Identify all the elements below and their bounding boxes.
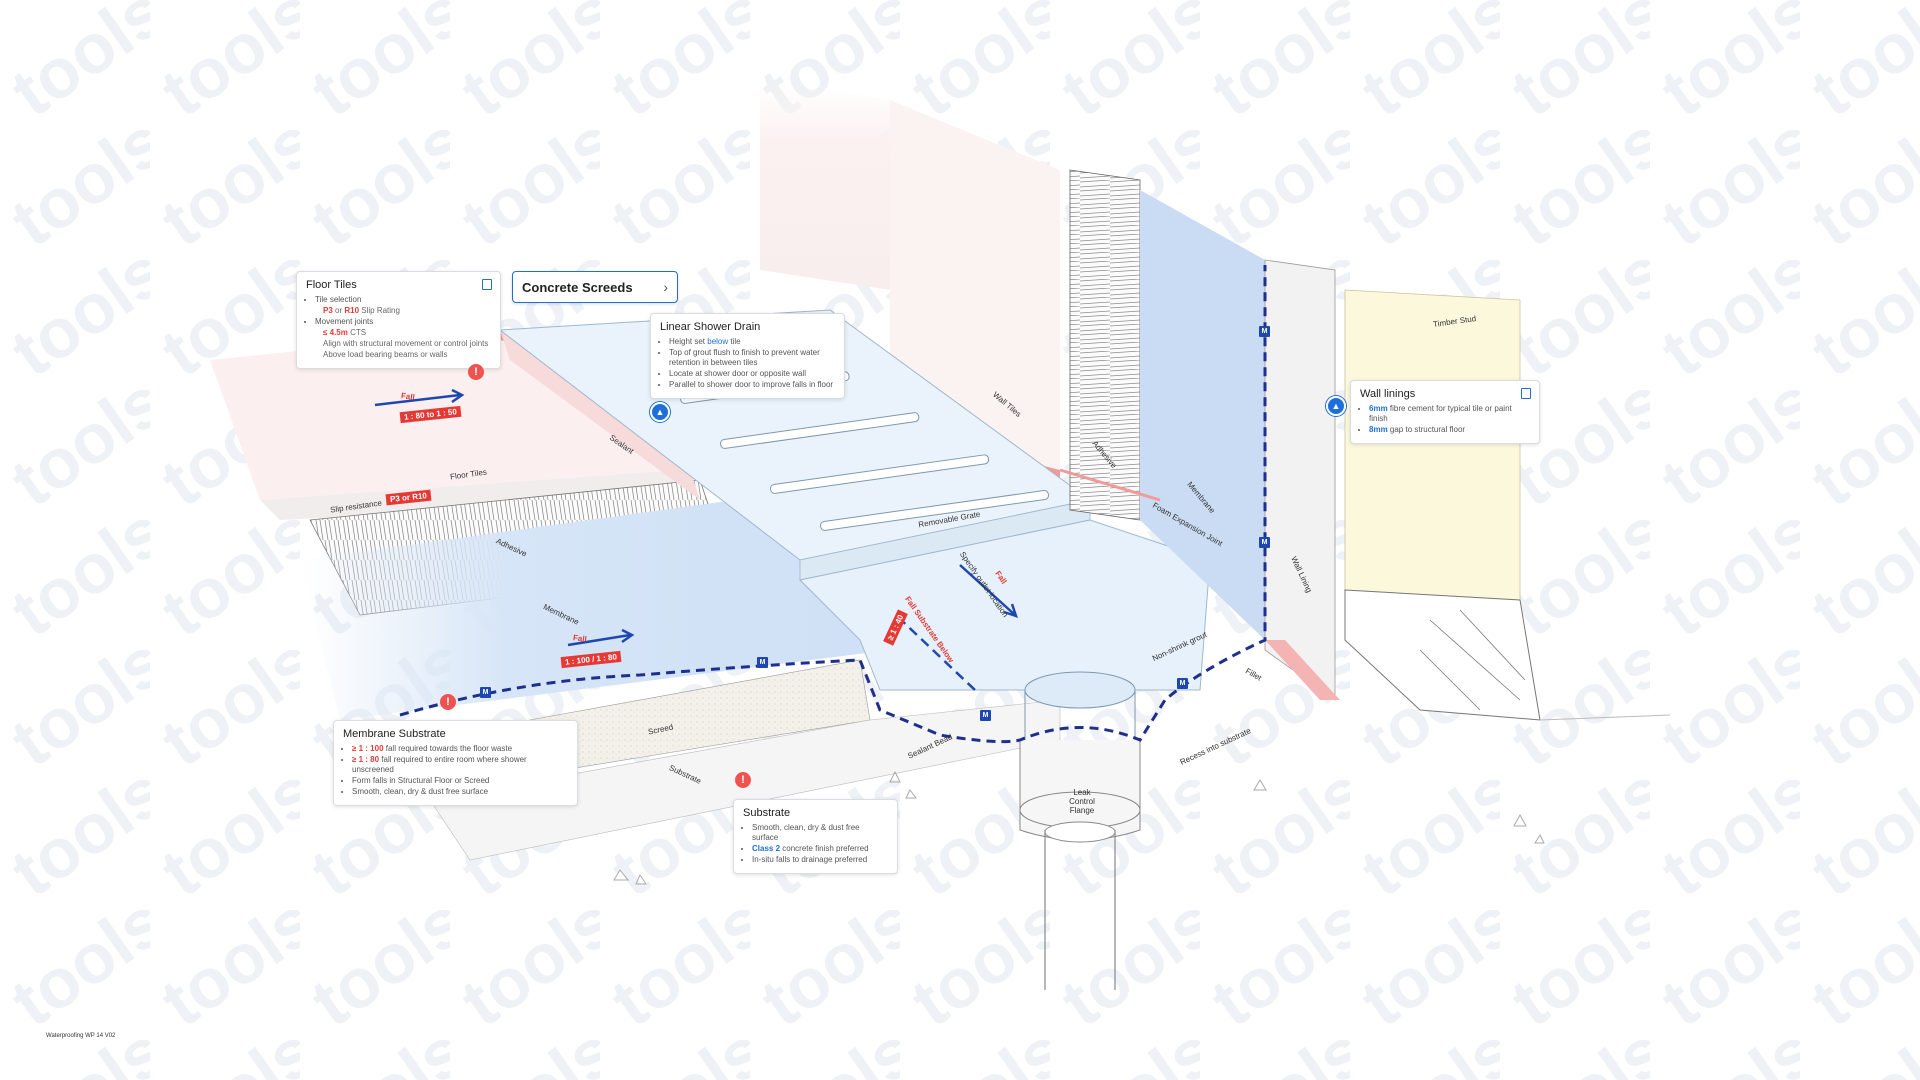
membrane-marker: M	[1177, 678, 1188, 689]
membrane-marker: M	[480, 687, 491, 698]
concrete-screeds-button[interactable]: Concrete Screeds ›	[512, 271, 678, 303]
list-item: Parallel to shower door to improve falls…	[669, 380, 835, 390]
list-item: Smooth, clean, dry & dust free surface	[352, 787, 568, 797]
list-item: P3 or R10 Slip Rating	[323, 306, 400, 315]
floor-tiles-title: Floor Tiles	[306, 279, 357, 291]
substrate-title: Substrate	[743, 807, 791, 819]
alert-icon[interactable]: !	[735, 772, 751, 788]
list-item: Class 2 concrete finish preferred	[752, 844, 888, 854]
list-item: Tile selection	[315, 295, 491, 305]
linear-drain-title: Linear Shower Drain	[660, 321, 761, 333]
concrete-screeds-label: Concrete Screeds	[522, 279, 633, 295]
membrane-marker: M	[1259, 537, 1270, 548]
list-item: Top of grout flush to finish to prevent …	[669, 348, 835, 368]
membrane-substrate-card[interactable]: Membrane Substrate ≥ 1 : 100 fall requir…	[333, 720, 578, 806]
list-item: ≥ 1 : 80 fall required to entire room wh…	[352, 755, 568, 775]
list-item: In-situ falls to drainage preferred	[752, 855, 888, 865]
list-item: Smooth, clean, dry & dust free surface	[752, 823, 888, 843]
hardhat-icon[interactable]: ▲	[1326, 396, 1346, 416]
tile-icon[interactable]	[1521, 388, 1531, 399]
part-label: Leak Control Flange	[1069, 788, 1095, 815]
membrane-marker: M	[980, 710, 991, 721]
fall-label: Fall	[572, 633, 588, 644]
list-item: Above load bearing beams or walls	[323, 350, 448, 359]
floor-tiles-card[interactable]: Floor Tiles Tile selection P3 or R10 Sli…	[296, 271, 501, 369]
alert-icon[interactable]: !	[440, 694, 456, 710]
membrane-substrate-title: Membrane Substrate	[343, 728, 446, 740]
list-item: Form falls in Structural Floor or Screed	[352, 776, 568, 786]
list-item: 6mm fibre cement for typical tile or pai…	[1369, 404, 1530, 424]
wall-linings-card[interactable]: Wall linings 6mm fibre cement for typica…	[1350, 380, 1540, 444]
list-item: Align with structural movement or contro…	[323, 339, 489, 348]
membrane-marker: M	[757, 657, 768, 668]
list-item: 8mm gap to structural floor	[1369, 425, 1530, 435]
list-item: Movement joints	[315, 317, 491, 327]
linear-drain-card[interactable]: Linear Shower Drain Height set below til…	[650, 313, 845, 399]
list-item: Locate at shower door or opposite wall	[669, 369, 835, 379]
substrate-card[interactable]: Substrate Smooth, clean, dry & dust free…	[733, 799, 898, 874]
fall-label: Fall	[400, 391, 416, 402]
chevron-right-icon: ›	[663, 279, 668, 295]
list-item: ≤ 4.5m CTS	[323, 328, 367, 337]
membrane-marker: M	[1259, 326, 1270, 337]
alert-icon[interactable]: !	[468, 364, 484, 380]
wall-linings-title: Wall linings	[1360, 388, 1416, 400]
tile-icon[interactable]	[482, 279, 492, 290]
document-code: Waterproofing WP 14 V02	[46, 1033, 116, 1039]
list-item: Height set below tile	[669, 337, 835, 347]
hardhat-icon[interactable]: ▲	[650, 402, 670, 422]
list-item: ≥ 1 : 100 fall required towards the floo…	[352, 744, 568, 754]
